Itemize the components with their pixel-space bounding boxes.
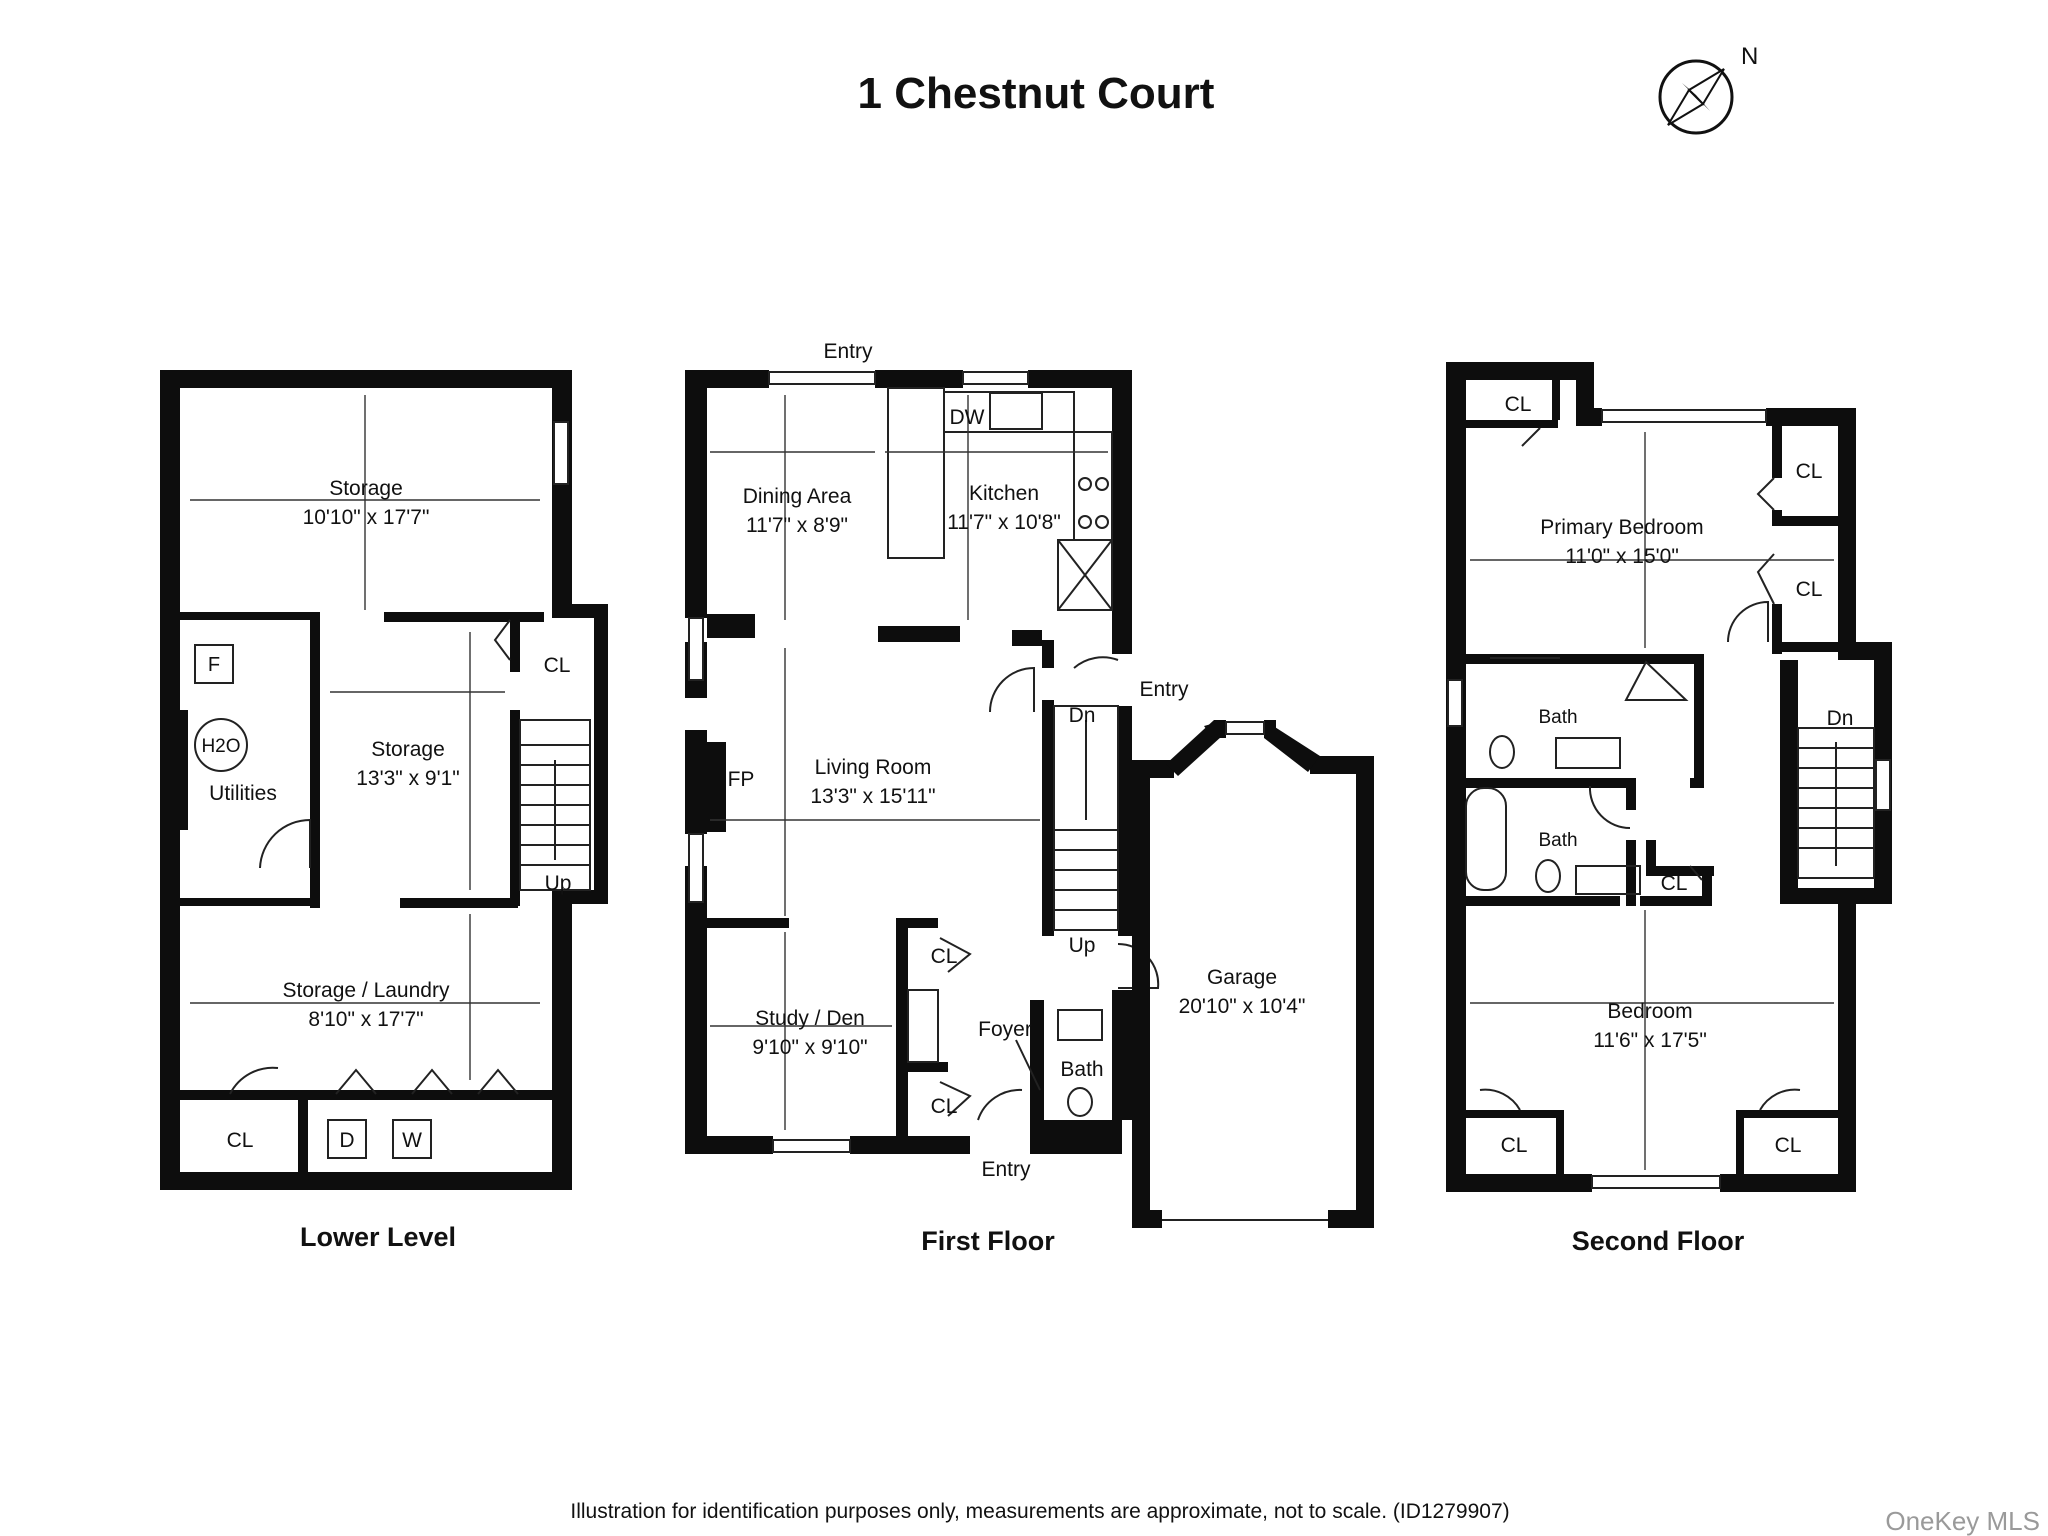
lower-dryer-label: D <box>339 1129 354 1152</box>
lower-storage-top-dims: 10'10" x 17'7" <box>303 506 430 529</box>
second-closet-topleft-label: CL <box>1505 393 1532 416</box>
lower-laundry-name: Storage / Laundry <box>283 979 450 1002</box>
compass-north-label: N <box>1741 43 1758 70</box>
first-living-name: Living Room <box>815 756 932 779</box>
first-entry-side-label: Entry <box>1139 678 1189 701</box>
second-closet-bath-label: CL <box>1661 872 1688 895</box>
first-closet-b-label: CL <box>931 1095 958 1118</box>
lower-stairs-treads <box>520 744 590 866</box>
page-title: 1 Chestnut Court <box>858 69 1215 118</box>
second-bedroom-name: Bedroom <box>1607 1000 1692 1023</box>
second-bath-1-label: Bath <box>1538 707 1577 728</box>
first-foyer-label: Foyer <box>978 1018 1032 1041</box>
first-stairs-up-label: Up <box>1069 934 1096 957</box>
lower-storage-mid-dims: 13'3" x 9'1" <box>356 767 460 790</box>
first-kitchen-name: Kitchen <box>969 482 1039 505</box>
stove-burners-icon <box>1078 477 1109 529</box>
second-bath-2-label: Bath <box>1538 830 1577 851</box>
first-stairs-treads <box>1054 720 1118 911</box>
first-entry-bottom-label: Entry <box>981 1158 1031 1181</box>
lower-water-label: H2O <box>201 736 240 757</box>
second-primary-bedroom-name: Primary Bedroom <box>1540 516 1703 539</box>
first-kitchen-dims: 11'7" x 10'8" <box>947 511 1061 534</box>
lower-stairs-up-label: Up <box>545 872 572 895</box>
lower-closet-label: CL <box>544 654 571 677</box>
first-bath-label: Bath <box>1060 1058 1103 1081</box>
first-closet-a-label: CL <box>931 945 958 968</box>
first-fireplace-label: FP <box>728 768 755 791</box>
first-living-dims: 13'3" x 15'11" <box>810 785 935 808</box>
first-garage-name: Garage <box>1207 966 1277 989</box>
lower-furnace-label: F <box>208 654 220 676</box>
lower-laundry-dims: 8'10" x 17'7" <box>308 1008 423 1031</box>
first-entry-top-label: Entry <box>823 340 873 363</box>
watermark-logo: OneKey MLS <box>1885 1506 2040 1536</box>
lower-washer-label: W <box>402 1129 422 1152</box>
second-bedroom-dims: 11'6" x 17'5" <box>1593 1029 1707 1052</box>
lower-storage-top-name: Storage <box>329 477 403 500</box>
second-primary-bedroom-dims: 11'0" x 15'0" <box>1565 545 1679 568</box>
lower-level-title: Lower Level <box>300 1222 456 1252</box>
lower-closet-laundry-label: CL <box>227 1129 254 1152</box>
second-stairs-treads <box>1798 742 1874 866</box>
compass-icon <box>1656 57 1736 137</box>
first-stairs-down-label: Dn <box>1069 704 1096 727</box>
second-closet-right1-label: CL <box>1796 460 1823 483</box>
second-closet-bottomleft-label: CL <box>1501 1134 1528 1157</box>
first-dining-dims: 11'7" x 8'9" <box>746 514 848 537</box>
first-dishwasher-label: DW <box>950 406 985 429</box>
second-closet-right2-label: CL <box>1796 578 1823 601</box>
second-floor-title: Second Floor <box>1572 1226 1745 1256</box>
first-floor-title: First Floor <box>921 1226 1055 1256</box>
first-study-dims: 9'10" x 9'10" <box>752 1036 867 1059</box>
lower-level-plan: Storage 10'10" x 17'7" F H2O Utilities C… <box>160 370 608 1252</box>
first-floor-plan: Entry DW Dining Area 11'7" x 8'9" Kitche… <box>685 340 1374 1256</box>
second-stairs-down-label: Dn <box>1827 707 1854 730</box>
first-dining-name: Dining Area <box>743 485 852 508</box>
lower-utilities-label: Utilities <box>209 782 277 805</box>
lower-storage-mid-name: Storage <box>371 738 445 761</box>
second-floor-plan: CL CL CL Primary Bedroom 11'0" x 15'0" B… <box>1446 362 1892 1256</box>
first-study-name: Study / Den <box>755 1007 865 1030</box>
second-closet-bottomright-label: CL <box>1775 1134 1802 1157</box>
first-garage-dims: 20'10" x 10'4" <box>1179 995 1306 1018</box>
footer-disclaimer: Illustration for identification purposes… <box>570 1500 1509 1523</box>
